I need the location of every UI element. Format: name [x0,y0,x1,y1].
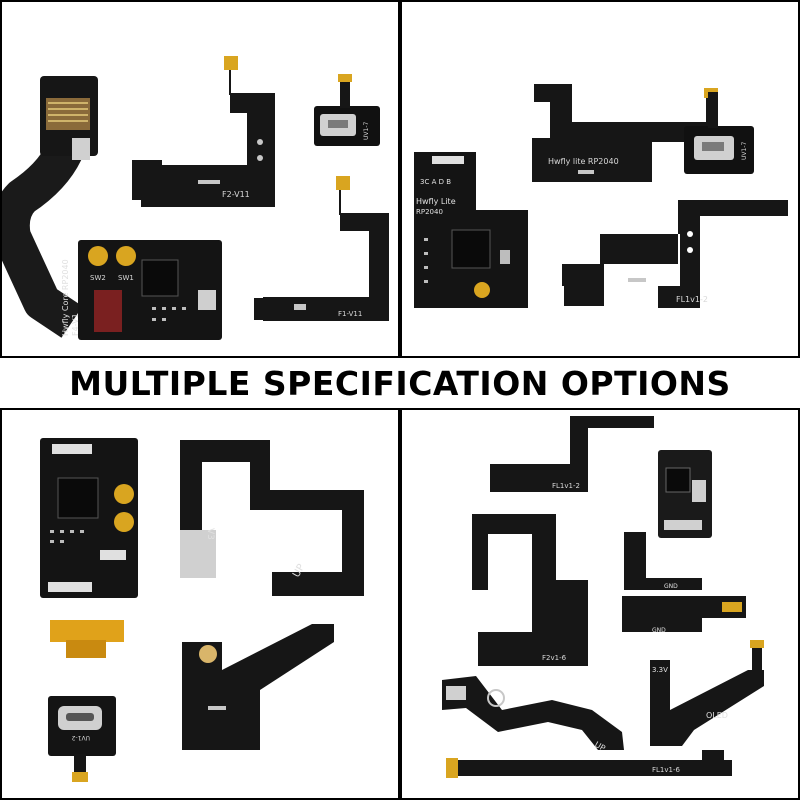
core-board-label: Hwfly Core RP2040 [61,259,70,336]
usbc-board: UV1-2 [48,696,116,782]
core-kit-illustration: SW2 SW1 Hwfly Core RP2040 F4-V1 F2-V11 [2,56,389,340]
usb-micro-2: UV1-7 [684,92,754,174]
red-connector [94,290,122,332]
board-connector [198,290,216,310]
flex-oled: 3.3V OLED [650,640,764,746]
banner-text: MULTIPLE SPECIFICATION OPTIONS [69,363,731,403]
v3-button-2 [114,512,134,532]
sw2-label: SW2 [90,274,106,282]
rp2040-chip [141,259,179,297]
flex-f1: F1-V11 [254,176,389,321]
gnd-1-label: GND [664,583,678,590]
round-pad [199,645,217,663]
flex-f2: F2-V11 [132,56,275,207]
flex-fl1v1-2b-label: FL1v1-2 [552,482,580,490]
v3-button-1 [114,484,134,504]
oled-board-chip [665,467,691,493]
v3-board-bottom-connector [48,582,92,592]
lite-board-pins: 3C A D B [420,178,451,186]
gold-clip [50,620,124,658]
sw2-button [88,246,108,266]
sw1-label: SW1 [118,274,134,282]
flex-f2-tab [224,56,238,70]
usb-micro-2-label: UV1-7 [741,142,748,160]
lite-board-connector [432,156,464,164]
ribbon-small-connector [72,138,90,160]
flex-lite-label: Hwfly lite RP2040 [548,157,619,166]
flex-f2v1-6-label: F2v1-6 [542,654,567,662]
panel-lite-kit: 3C A D B Hwfly Lite RP2040 Hwfly lite RP… [402,2,798,356]
flex-gnd: GND GND [622,532,746,634]
flex-up-curvy: UP [442,676,624,753]
gnd-2-label: GND [652,627,666,634]
ribbon-cable [2,91,83,338]
panel-oled-kit: FL1v1-2 F2v1-6 GND GND [402,410,798,798]
flex-v3: V3 UP [180,440,364,596]
panel-core-kit: SW2 SW1 Hwfly Core RP2040 F4-V1 F2-V11 [2,2,398,356]
lite-rp2040-chip [451,229,491,269]
v3-kit-illustration: V3 UP UV1-2 [40,438,364,782]
flex-fl1v1-6: FL1v1-6 [446,750,732,778]
flex-fl1v1-2: FL1v1-2 [562,200,788,308]
usbc-board-label: UV1-2 [72,734,90,741]
flex-f1-label: F1-V11 [338,310,362,318]
lite-kit-illustration: 3C A D B Hwfly Lite RP2040 Hwfly lite RP… [414,84,788,308]
lite-board: 3C A D B Hwfly Lite RP2040 [414,152,528,308]
v3-board-chip [57,477,99,519]
flex-up-round [182,624,334,750]
flex-v3-pad [180,530,216,578]
flex-f2-label: F2-V11 [222,190,250,199]
lite-board-chip-label: RP2040 [416,208,443,216]
usb-micro-1: UV1-7 [314,74,380,146]
usb-micro-1-label: UV1-7 [363,122,370,140]
lite-button [474,282,490,298]
flex-fl1v1-6-label: FL1v1-6 [652,766,681,774]
sw1-button [116,246,136,266]
v3-board-top-connector [52,444,92,454]
flex-f1-tab [336,176,350,190]
oled-board [658,450,712,538]
flex-fl1v1-2-label: FL1v1-2 [676,295,708,304]
lite-board-title: Hwfly Lite [416,197,456,206]
banner: MULTIPLE SPECIFICATION OPTIONS [0,356,800,410]
oled-label: OLED [706,711,728,720]
oled-kit-illustration: FL1v1-2 F2v1-6 GND GND [442,416,764,778]
v3-board [40,438,138,598]
flex-fl1v1-2b: FL1v1-2 [490,416,654,492]
panel-v3-kit: V3 UP UV1-2 [2,410,398,798]
flex-v3-label: V3 [205,528,215,540]
core-board: SW2 SW1 Hwfly Core RP2040 F4-V1 [61,240,222,340]
v33-label: 3.3V [652,666,668,674]
core-board-rev: F4-V1 [71,313,80,336]
flex-f2v1-6: F2v1-6 [472,514,588,666]
